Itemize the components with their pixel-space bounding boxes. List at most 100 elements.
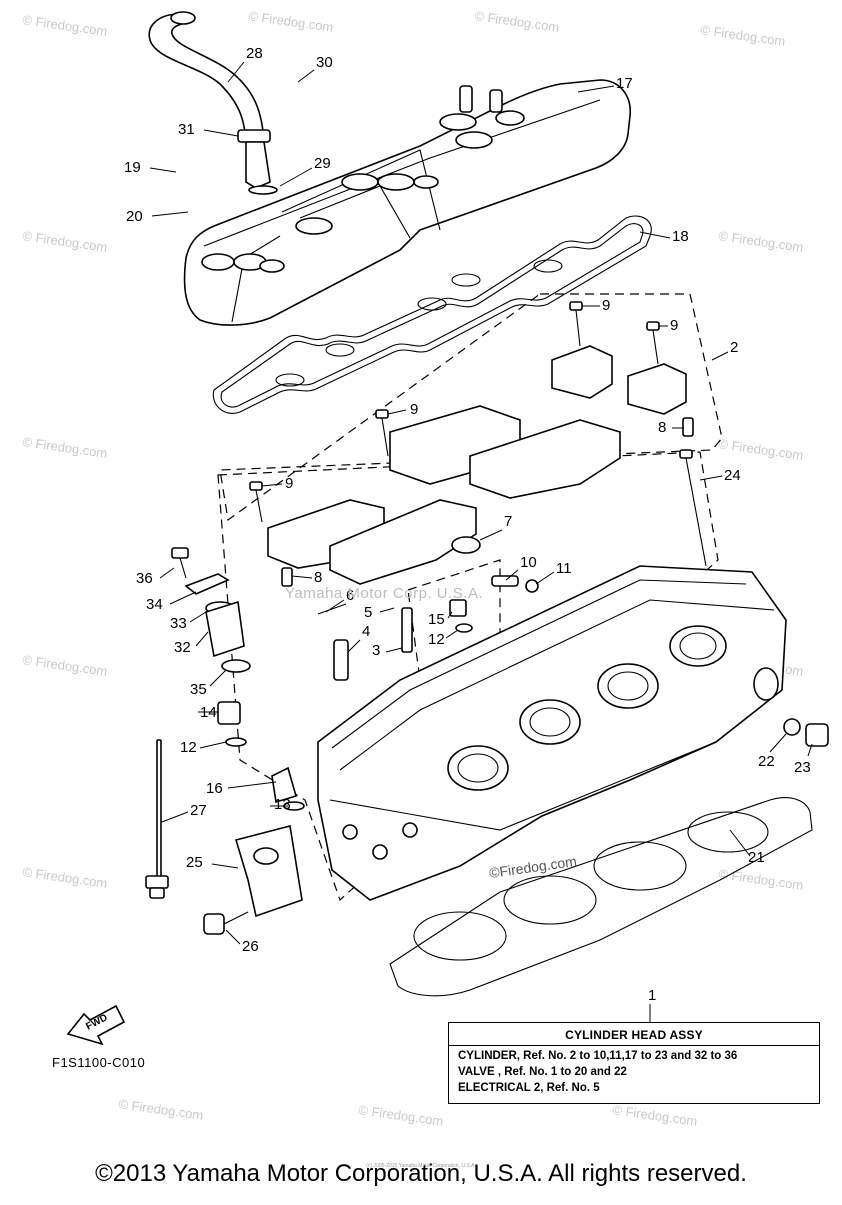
callout-leader-16 [227, 781, 277, 789]
firedog-watermark: © Firedog.com [248, 8, 335, 35]
callout-13: 13 [274, 796, 291, 813]
breather-hose [148, 11, 278, 195]
firedog-watermark: © Firedog.com [718, 866, 805, 893]
callout-leader-lines [149, 61, 813, 1022]
callout-8: 8 [658, 419, 666, 436]
callout-leader-35 [209, 669, 227, 687]
yamaha-watermark-text: Yamaha Motor Corp. U.S.A. [285, 585, 484, 602]
callout-leader-32 [195, 631, 209, 647]
callout-leader-3 [385, 647, 403, 653]
callout-leader-17 [577, 85, 615, 93]
callout-leader-28 [227, 61, 245, 83]
copyright-footer: ©2013 Yamaha Motor Corporation, U.S.A. A… [95, 1160, 747, 1187]
head-cover-gasket [212, 215, 652, 414]
callout-14: 14 [200, 704, 217, 721]
cylinder-assembly-boundary [217, 451, 719, 902]
firedog-watermark: © Firedog.com [22, 228, 109, 255]
callout-leader-19 [149, 167, 177, 173]
firedog-watermark: © Firedog.com [22, 434, 109, 461]
callout-leader-4 [347, 639, 361, 653]
callout-leader-10 [505, 569, 519, 581]
callout-leader-12 [199, 741, 227, 749]
callout-4: 4 [362, 623, 370, 640]
info-line-electrical: ELECTRICAL 2, Ref. No. 5 [458, 1082, 600, 1094]
firedog-watermark: © Firedog.com [118, 1096, 205, 1123]
callout-leader-23 [807, 743, 813, 757]
side-small-parts [145, 547, 829, 935]
callout-30: 30 [316, 54, 333, 71]
callout-12: 12 [180, 739, 197, 756]
callout-18: 18 [672, 228, 689, 245]
callout-21: 21 [748, 849, 765, 866]
callout-23: 23 [794, 759, 811, 776]
firedog-watermark: © Firedog.com [22, 864, 109, 891]
callout-17: 17 [616, 75, 633, 92]
info-box-divider [449, 1045, 819, 1046]
callout-12: 12 [428, 631, 445, 648]
callout-leader-9 [261, 483, 283, 487]
callout-6: 6 [346, 587, 354, 604]
tiny-copyright-note: (c) 2005-2015 Yamaha Motor Corporation, … [366, 1163, 476, 1169]
callout-leader-36 [159, 567, 175, 579]
callout-33: 33 [170, 615, 187, 632]
callout-32: 32 [174, 639, 191, 656]
callout-25: 25 [186, 854, 203, 871]
firedog-watermark: © Firedog.com [700, 22, 787, 49]
cylinder-head-assy-note: CYLINDER HEAD ASSY CYLINDER, Ref. No. 2 … [448, 1022, 820, 1104]
firedog-watermark: © Firedog.com [718, 436, 805, 463]
callout-2: 2 [730, 339, 738, 356]
callout-leader-27 [161, 811, 189, 823]
callout-9: 9 [602, 297, 610, 314]
callout-leader-26 [225, 929, 241, 945]
callout-leader-11 [535, 571, 555, 585]
callout-8: 8 [314, 569, 322, 586]
camshaft-cap-group [267, 345, 687, 585]
callout-leader-12 [445, 629, 459, 639]
callout-3: 3 [372, 642, 380, 659]
info-line-valve: VALVE , Ref. No. 1 to 20 and 22 [458, 1066, 627, 1078]
firedog-watermark: © Firedog.com [612, 1102, 699, 1129]
callout-leader-33 [189, 611, 207, 623]
callout-20: 20 [126, 208, 143, 225]
callout-29: 29 [314, 155, 331, 172]
callout-11: 11 [556, 560, 572, 577]
callout-leader-7 [479, 529, 503, 541]
forward-direction-arrow: FWD [66, 1004, 126, 1046]
firedog-watermark: © Firedog.com [718, 228, 805, 255]
firedog-watermark: © Firedog.com [22, 652, 109, 679]
callout-leader-21 [729, 829, 751, 857]
callout-leader-15 [447, 611, 453, 619]
head-cover [183, 79, 631, 326]
callout-leader-22 [769, 733, 787, 753]
dowel-pin-8a [281, 567, 293, 587]
info-line-cylinder: CYLINDER, Ref. No. 2 to 10,11,17 to 23 a… [458, 1050, 738, 1062]
camshaft-assembly-boundary [219, 293, 723, 522]
callout-leader-24 [699, 475, 723, 481]
callout-leader-6 [325, 599, 345, 613]
callout-leader-34 [169, 591, 197, 605]
dowel-pin-8b [682, 417, 694, 437]
camshaft-cap-bolts [249, 301, 707, 567]
callout-26: 26 [242, 938, 259, 955]
callout-10: 10 [520, 554, 537, 571]
valve-parts [317, 536, 539, 681]
callout-leader-9 [387, 409, 407, 415]
callout-leader-31 [203, 129, 239, 137]
diagram-code: F1S1100-C010 [52, 1055, 146, 1070]
callout-35: 35 [190, 681, 207, 698]
cylinder-head [317, 565, 787, 901]
callout-15: 15 [428, 611, 445, 628]
callout-7: 7 [504, 513, 512, 530]
callout-22: 22 [758, 753, 775, 770]
callout-36: 36 [136, 570, 153, 587]
callout-leader-25 [211, 863, 239, 869]
callout-leader-29 [279, 167, 313, 187]
firedog-watermark: © Firedog.com [358, 1102, 445, 1129]
info-box-title: CYLINDER HEAD ASSY [565, 1028, 703, 1042]
callout-9: 9 [670, 317, 678, 334]
callout-leader-20 [151, 211, 189, 217]
valve-group-boundary [407, 559, 501, 681]
